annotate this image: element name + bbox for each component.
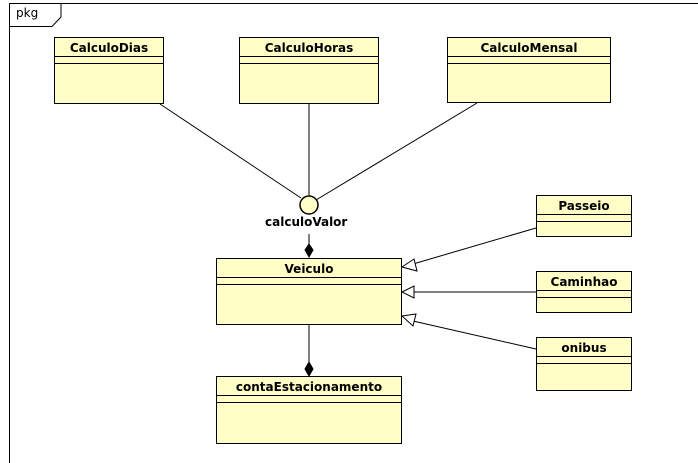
edge-calculomensal-to-calculovalor (315, 102, 478, 201)
calculovalor-interface-circle (299, 195, 319, 215)
operations-compartment (217, 284, 401, 291)
operations-compartment (55, 63, 163, 70)
attributes-compartment (537, 214, 631, 221)
generalization-arrow-caminhao (400, 285, 415, 299)
class-name-passeio: Passeio (558, 199, 610, 213)
class-name-contaestacionamento: contaEstacionamento (235, 380, 383, 394)
class-calculohoras[interactable]: CalculoHoras (239, 37, 379, 104)
class-name-veiculo: Veiculo (284, 262, 334, 276)
package-label: pkg (16, 6, 39, 20)
class-name-calculodias: CalculoDias (69, 41, 149, 55)
attributes-compartment (217, 395, 401, 402)
generalization-arrow-onibus (400, 313, 417, 327)
class-passeio[interactable]: Passeio (536, 195, 632, 237)
attributes-compartment (448, 56, 610, 63)
composition-diamond-veiculo (304, 243, 314, 259)
operations-compartment (217, 402, 401, 409)
operations-compartment (240, 63, 378, 70)
generalization-arrow-passeio (400, 258, 418, 272)
class-calculomensal[interactable]: CalculoMensal (447, 37, 611, 103)
edge-passeio-to-veiculo (412, 227, 537, 265)
composition-diamond-contaestacionamento (304, 360, 314, 378)
interface-label-calculovalor: calculoValor (265, 215, 348, 229)
edge-onibus-to-veiculo (412, 320, 537, 350)
operations-compartment (537, 297, 631, 304)
attributes-compartment (55, 56, 163, 63)
class-contaestacionamento[interactable]: contaEstacionamento (216, 376, 402, 444)
package-frame (9, 3, 698, 463)
package-tab-outline (9, 3, 62, 27)
attributes-compartment (537, 356, 631, 363)
operations-compartment (537, 363, 631, 370)
class-caminhao[interactable]: Caminhao (536, 271, 632, 313)
class-onibus[interactable]: onibus (536, 337, 632, 391)
class-name-calculomensal: CalculoMensal (480, 41, 578, 55)
attributes-compartment (240, 56, 378, 63)
class-name-caminhao: Caminhao (550, 275, 618, 289)
class-calculodias[interactable]: CalculoDias (54, 37, 164, 104)
attributes-compartment (217, 277, 401, 284)
attributes-compartment (537, 290, 631, 297)
class-name-calculohoras: CalculoHoras (264, 41, 354, 55)
class-name-onibus: onibus (561, 341, 607, 355)
class-veiculo[interactable]: Veiculo (216, 258, 402, 325)
edge-calculodias-to-calculovalor (159, 103, 302, 199)
operations-compartment (448, 63, 610, 70)
operations-compartment (537, 221, 631, 228)
